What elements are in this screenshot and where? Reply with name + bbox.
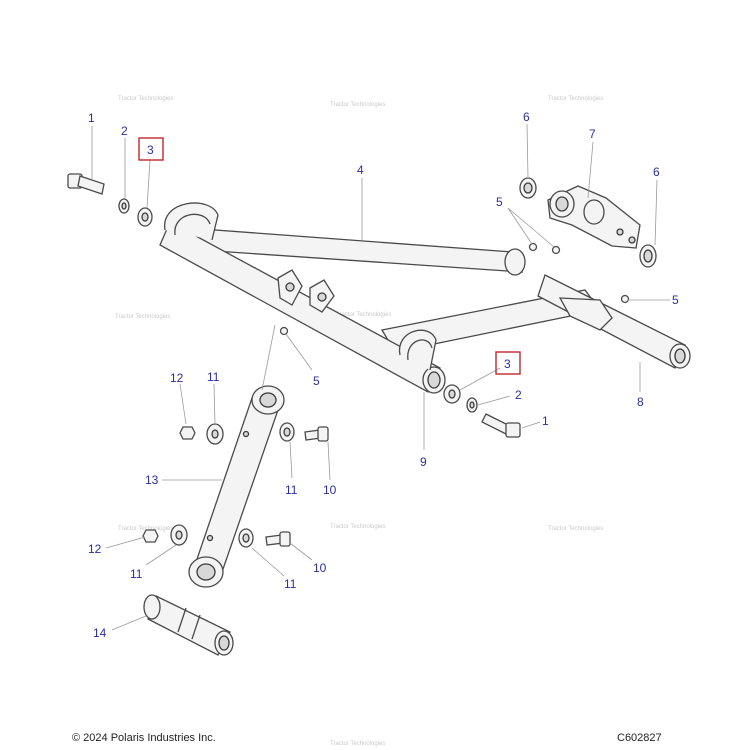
svg-text:Tractor Technologies: Tractor Technologies: [336, 312, 391, 318]
svg-text:Tractor Technologies: Tractor Technologies: [330, 102, 385, 108]
svg-text:Tractor Technologies: Tractor Technologies: [548, 526, 603, 532]
grease-fitting-c: [620, 294, 630, 304]
sleeve-bushing: [143, 594, 234, 656]
callout-2: 2: [515, 388, 522, 402]
callout-12: 12: [170, 371, 184, 385]
grease-fitting-b: [551, 245, 561, 255]
highlight-box-3: [138, 137, 164, 161]
copyright-notice: © 2024 Polaris Industries Inc.: [72, 732, 216, 744]
bolt-10-lower: [265, 531, 291, 547]
callout-10: 10: [313, 561, 327, 575]
callout-11: 11: [284, 577, 297, 591]
drawing-id: C602827: [617, 732, 662, 744]
callout-10: 10: [323, 483, 337, 497]
callout-8: 8: [637, 395, 644, 409]
callout-2: 2: [121, 124, 128, 138]
callout-12: 12: [88, 542, 102, 556]
bolt-left: [67, 173, 105, 195]
callout-11: 11: [285, 483, 298, 497]
callout-4: 4: [357, 163, 364, 177]
callout-11: 11: [130, 567, 143, 581]
callout-labels: 1 2 3 4 5 6 7 6 5 5 3 2 1 8 9 12 11 11 1…: [88, 110, 679, 640]
callout-6: 6: [653, 165, 660, 179]
callout-5: 5: [496, 195, 503, 209]
svg-text:Tractor Technologies: Tractor Technologies: [115, 314, 170, 320]
callout-1: 1: [542, 414, 549, 428]
nut-12-lower: [142, 529, 159, 543]
bolt-right: [481, 413, 521, 438]
svg-text:Tractor Technologies: Tractor Technologies: [330, 741, 385, 747]
svg-text:Tractor Technologies: Tractor Technologies: [118, 96, 173, 102]
callout-14: 14: [93, 626, 107, 640]
callout-5: 5: [313, 374, 320, 388]
callout-9: 9: [420, 455, 427, 469]
link-arm: [188, 385, 285, 588]
callout-3-highlighted: 3: [504, 357, 511, 371]
bolt-10-upper: [304, 426, 329, 442]
callout-6: 6: [523, 110, 530, 124]
callout-11: 11: [207, 370, 220, 384]
svg-text:Tractor Technologies: Tractor Technologies: [548, 96, 603, 102]
callout-1: 1: [88, 111, 95, 125]
leader-lines: [91, 123, 670, 631]
grease-fitting-d: [279, 326, 289, 336]
callout-5: 5: [672, 293, 679, 307]
nut-12-upper: [179, 426, 196, 440]
callout-13: 13: [145, 473, 159, 487]
svg-text:Tractor Technologies: Tractor Technologies: [330, 524, 385, 530]
svg-text:Tractor Technologies: Tractor Technologies: [118, 526, 173, 532]
a-arm: [159, 202, 691, 394]
callout-3-highlighted: 3: [147, 143, 154, 157]
pivot-bracket: [547, 185, 641, 249]
grease-fitting-a: [528, 242, 538, 252]
callout-7: 7: [589, 127, 596, 141]
highlight-box-3: [495, 351, 521, 375]
